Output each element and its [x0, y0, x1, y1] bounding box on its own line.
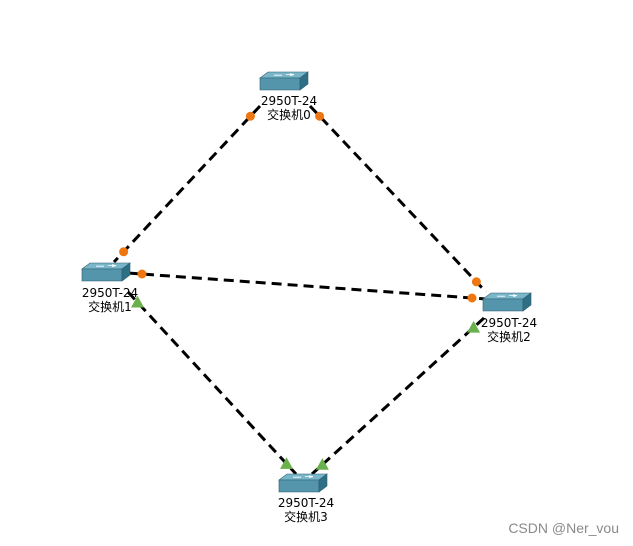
- switch-front-face: [259, 77, 301, 91]
- port-down-icon: [119, 247, 129, 257]
- switch-model-1: 2950T-24: [81, 286, 139, 300]
- switch-name-3: 交换机3: [284, 510, 328, 524]
- switch-arrows-icon: [96, 264, 117, 267]
- switch-label-1: 2950T-24 交换机1: [82, 286, 138, 314]
- switch-model-3: 2950T-24: [277, 496, 335, 510]
- switch-icon-0[interactable]: [259, 71, 309, 91]
- switch-name-1: 交换机1: [88, 300, 132, 314]
- port-up-icon: [315, 458, 329, 470]
- ports-layer: [119, 111, 481, 470]
- port-down-icon: [315, 111, 325, 121]
- port-up-icon: [467, 320, 481, 333]
- switch-arrows-icon: [293, 475, 314, 478]
- switch-arrows-icon: [274, 73, 295, 76]
- switch-label-2: 2950T-24 交换机2: [481, 316, 537, 344]
- nodes-layer: [81, 71, 532, 493]
- watermark: CSDN @Ner_vou: [508, 520, 619, 536]
- port-down-icon: [471, 277, 481, 287]
- link-sw1-sw2: [127, 271, 487, 301]
- port-down-icon: [245, 111, 255, 121]
- switch-label-3: 2950T-24 交换机3: [278, 496, 334, 524]
- link-sw0-sw2: [308, 104, 488, 294]
- switch-side-face: [121, 262, 131, 282]
- switch-icon-3[interactable]: [278, 473, 328, 493]
- switch-name-2: 交换机2: [487, 330, 531, 344]
- switch-front-face: [278, 479, 320, 493]
- switch-model-0: 2950T-24: [260, 94, 318, 108]
- link-sw0-sw1: [112, 104, 262, 264]
- switch-label-0: 2950T-24 交换机0: [261, 94, 317, 122]
- switch-front-face: [81, 268, 123, 282]
- switch-arrows-icon: [497, 294, 518, 297]
- links-layer: [112, 104, 488, 476]
- link-sw1-sw3: [126, 290, 298, 476]
- switch-front-face: [482, 298, 524, 312]
- port-up-icon: [131, 295, 144, 308]
- port-down-icon: [137, 269, 147, 279]
- switch-side-face: [522, 292, 532, 312]
- link-sw2-sw3: [310, 316, 486, 476]
- switch-name-0: 交换机0: [267, 108, 311, 122]
- switch-icon-2[interactable]: [482, 292, 532, 312]
- port-down-icon: [467, 293, 477, 303]
- switch-side-face: [299, 71, 309, 91]
- switch-icon-1[interactable]: [81, 262, 131, 282]
- switch-side-face: [318, 473, 328, 493]
- switch-model-2: 2950T-24: [480, 316, 538, 330]
- port-up-icon: [280, 457, 293, 469]
